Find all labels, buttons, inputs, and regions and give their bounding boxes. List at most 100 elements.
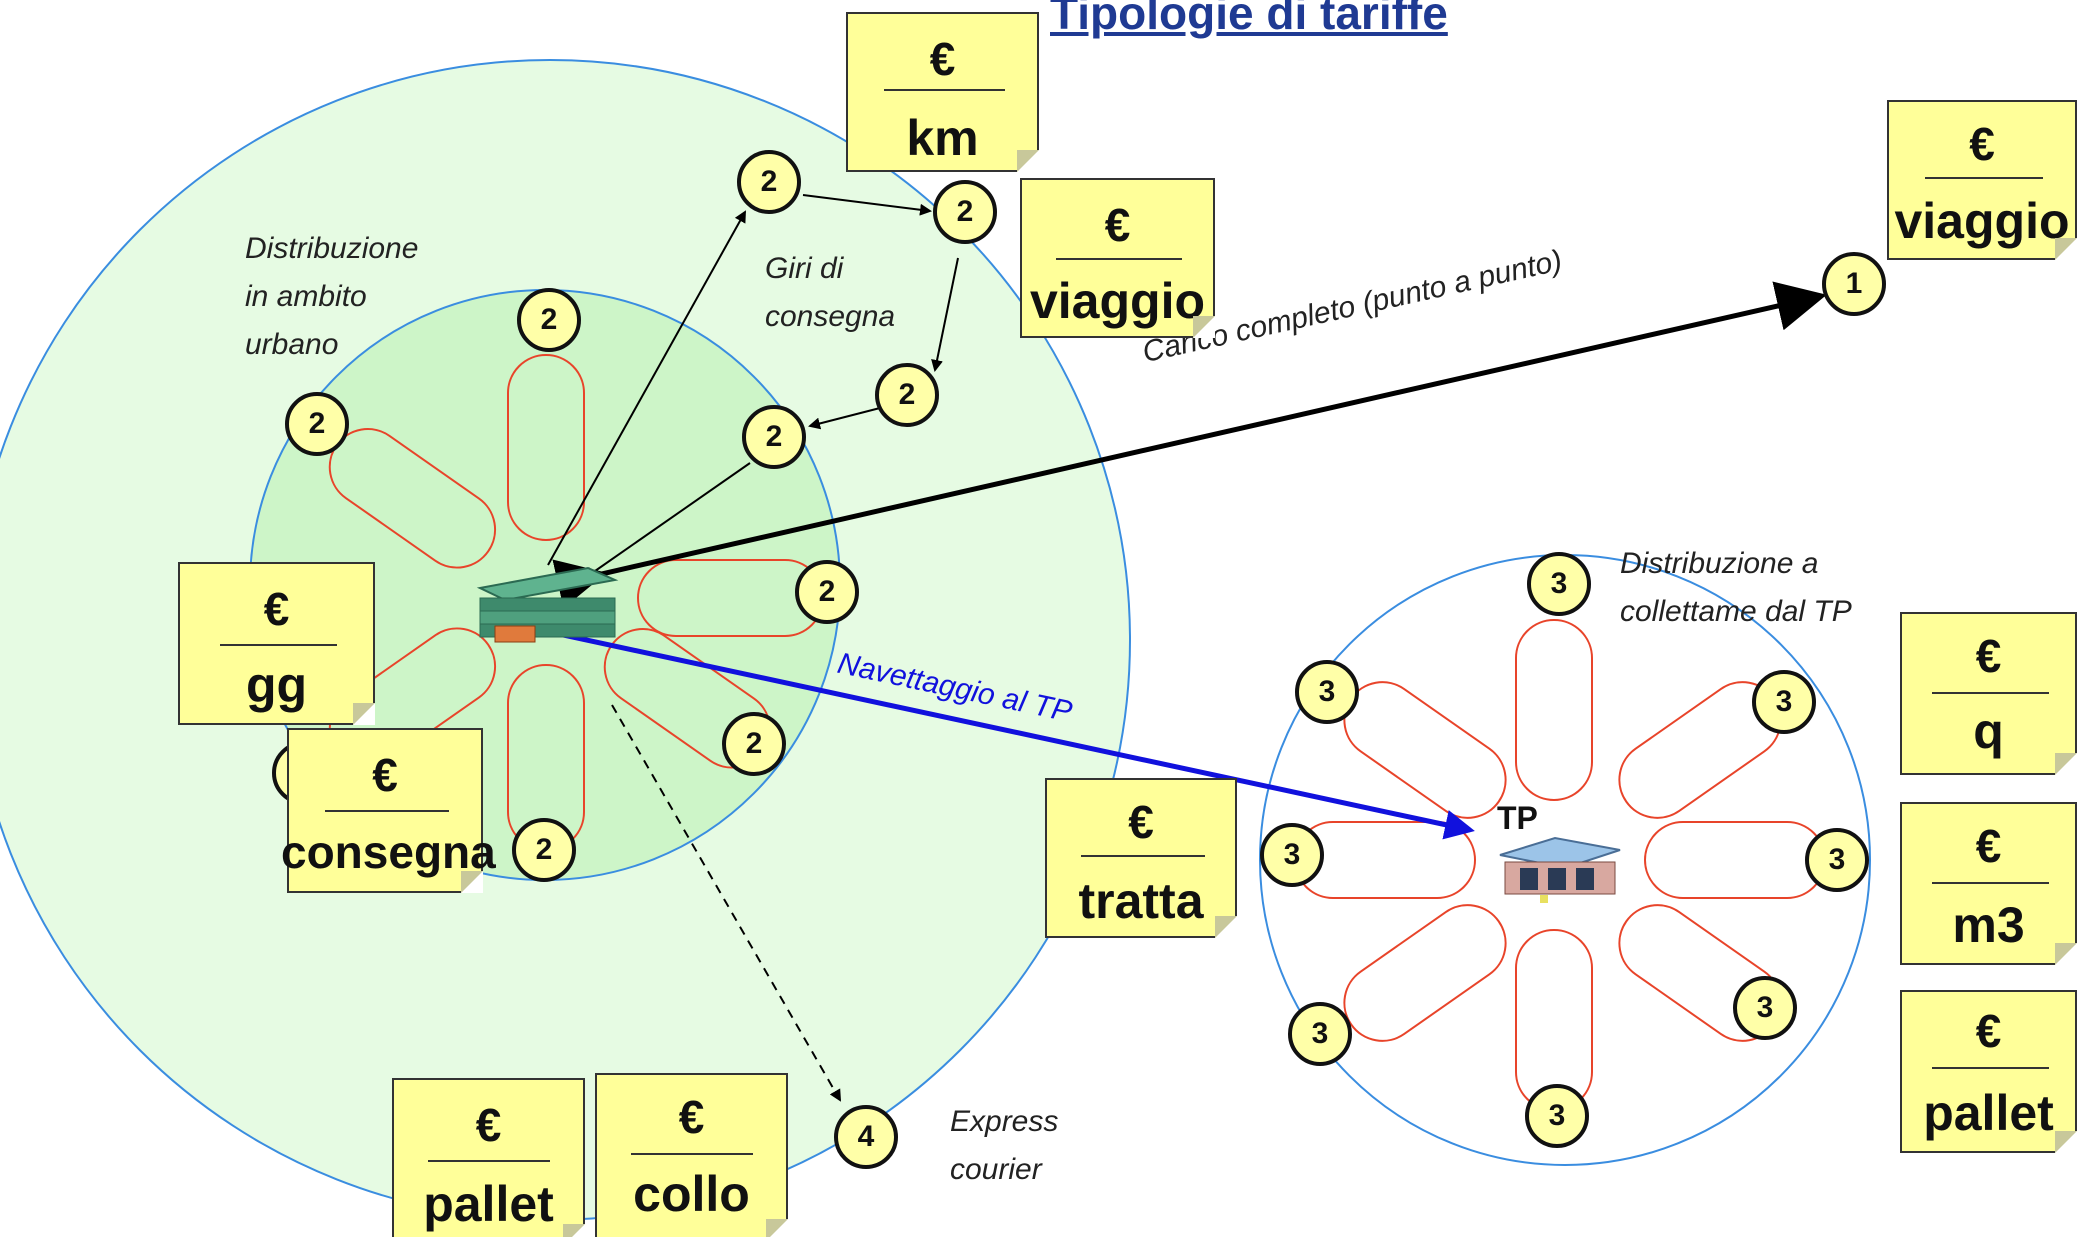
tariff-note-pallet-right: € pallet — [1900, 990, 2077, 1153]
euro-symbol: € — [372, 749, 398, 801]
euro-symbol: € — [1975, 630, 2002, 682]
node-tp-upper-left: 3 — [1295, 660, 1359, 724]
fraction-rule — [428, 1160, 550, 1162]
tariff-unit: collo — [633, 1166, 750, 1222]
tariff-note-viaggio-right: € viaggio — [1887, 100, 2077, 260]
tariff-note-viaggio-mid: € viaggio — [1020, 178, 1215, 338]
fraction-rule — [631, 1153, 753, 1155]
tariff-note-q: € q — [1900, 612, 2077, 775]
node-tp-right: 3 — [1805, 828, 1869, 892]
tariff-unit: pallet — [423, 1176, 554, 1232]
page-fold — [2055, 238, 2077, 260]
node-tp-upper-right: 3 — [1752, 670, 1816, 734]
node-urban-right: 2 — [795, 560, 859, 624]
node-urban-lower-right: 2 — [722, 712, 786, 776]
node-urban-top: 2 — [517, 288, 581, 352]
fraction-rule — [1932, 1067, 2049, 1069]
node-tour-start: 2 — [737, 150, 801, 214]
tariff-unit: consegna — [281, 826, 496, 878]
label-urban-line-2: in ambito — [245, 280, 367, 313]
tp-delivery-loops — [1294, 619, 1826, 1111]
label-urban-line-3: urbano — [245, 328, 339, 361]
tp-loop-southwest — [1343, 904, 1507, 1042]
page-fold — [2055, 753, 2077, 775]
page-fold — [2055, 1131, 2077, 1153]
tariff-note-consegna: € consegna — [281, 728, 496, 893]
page-fold — [563, 1224, 585, 1237]
node-tour-mid: 2 — [875, 363, 939, 427]
node-tp-left: 3 — [1260, 823, 1324, 887]
fraction-rule — [1081, 855, 1205, 857]
label-express-line-1: Express — [950, 1105, 1059, 1138]
tariff-note-m3: € m3 — [1900, 802, 2077, 965]
tariff-unit: viaggio — [1029, 273, 1206, 329]
node-tour-end: 2 — [742, 405, 806, 469]
page-title: Tipologie di tariffe — [1050, 0, 1448, 39]
label-express-courier: Express courier — [950, 1098, 1058, 1194]
tariff-unit: gg — [245, 657, 308, 713]
label-urban-distribution: Distribuzione in ambito urbano — [245, 225, 418, 369]
fraction-rule — [1925, 177, 2043, 179]
node-tp-lower-left: 3 — [1288, 1002, 1352, 1066]
node-urban-bottom: 2 — [512, 818, 576, 882]
euro-symbol: € — [263, 583, 290, 635]
euro-symbol: € — [1975, 820, 2002, 872]
fraction-rule — [325, 810, 449, 812]
label-delivery-tours: Giri di consegna — [765, 245, 895, 341]
label-collettame-line-2: collettame dal TP — [1620, 595, 1852, 628]
euro-symbol: € — [929, 33, 956, 85]
page-fold — [2055, 943, 2077, 965]
label-tp: TP — [1497, 800, 1538, 836]
euro-symbol: € — [1969, 118, 1995, 170]
fraction-rule — [884, 89, 1005, 91]
tariff-note-collo: € collo — [595, 1073, 788, 1237]
label-collettame-line-1: Distribuzione a — [1620, 547, 1819, 580]
tp-loop-north — [1515, 619, 1593, 801]
label-express-line-2: courier — [950, 1153, 1042, 1186]
node-tp-bottom: 3 — [1525, 1084, 1589, 1148]
tariff-unit: pallet — [1923, 1085, 2054, 1141]
arrow-tour-1 — [802, 194, 932, 216]
label-giri-line-1: Giri di — [765, 252, 844, 285]
page-fold — [461, 871, 483, 893]
node-tour-top: 2 — [933, 180, 997, 244]
tariff-note-pallet-bottom: € pallet — [392, 1078, 585, 1237]
page-fold — [766, 1219, 788, 1237]
terminal-building-icon — [1499, 836, 1621, 903]
fraction-rule — [1056, 258, 1182, 260]
euro-symbol: € — [1128, 796, 1154, 848]
fraction-rule — [220, 644, 337, 646]
euro-symbol: € — [475, 1099, 502, 1151]
euro-symbol: € — [1104, 199, 1131, 251]
node-urban-left: 2 — [285, 392, 349, 456]
tariff-unit: viaggio — [1894, 193, 2070, 249]
node-tp-top: 3 — [1527, 552, 1591, 616]
page-fold — [1215, 916, 1237, 938]
euro-symbol: € — [678, 1091, 705, 1143]
shuttle-arrow — [539, 627, 1475, 840]
tariff-unit: tratta — [1078, 873, 1204, 929]
page-fold — [1017, 150, 1039, 172]
express-arrow — [611, 704, 841, 1102]
tariff-note-tratta: € tratta — [1045, 778, 1237, 938]
label-giri-line-2: consegna — [765, 300, 896, 333]
node-tp-lower-right: 3 — [1733, 976, 1797, 1040]
node-full-load: 1 — [1822, 252, 1886, 316]
tariff-note-km: € km — [846, 12, 1039, 172]
tariff-unit: km — [906, 110, 979, 166]
tariff-unit: m3 — [1952, 897, 2025, 953]
tariff-unit: q — [1973, 703, 2004, 759]
tariff-note-gg: € gg — [178, 562, 375, 725]
label-tp-distribution: Distribuzione a collettame dal TP — [1620, 540, 1852, 636]
warehouse-stack-icon — [476, 566, 619, 643]
full-load-arrow — [552, 281, 1827, 609]
page-fold — [1193, 316, 1215, 338]
label-urban-line-1: Distribuzione — [245, 232, 419, 265]
page-fold — [353, 703, 375, 725]
euro-symbol: € — [1975, 1005, 2002, 1057]
node-express: 4 — [834, 1105, 898, 1169]
fraction-rule — [1932, 882, 2049, 884]
fraction-rule — [1932, 692, 2049, 694]
